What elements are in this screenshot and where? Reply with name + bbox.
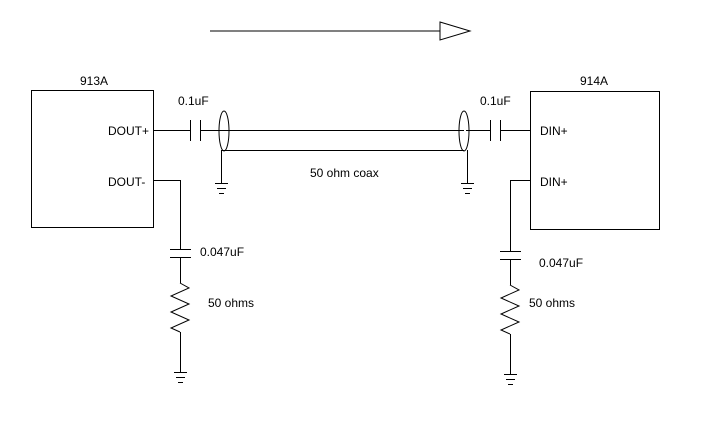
ground-symbol-coax-left	[215, 150, 228, 194]
coax-label: 50 ohm coax	[310, 166, 379, 180]
coupling-cap-left-symbol	[190, 120, 201, 141]
termination-cap-left-label: 0.047uF	[200, 245, 245, 259]
dout-minus-pin-label: DOUT-	[108, 175, 146, 189]
coupling-cap-left-label: 0.1uF	[178, 94, 209, 108]
block-914a-title: 914A	[580, 74, 609, 88]
termination-cap-right-label: 0.047uF	[539, 256, 584, 270]
din-plus-pin-label-2: DIN+	[540, 175, 568, 189]
coupling-cap-right-label: 0.1uF	[480, 94, 511, 108]
block-913a-title: 913A	[80, 74, 109, 88]
termination-network-right	[499, 180, 531, 385]
termination-resistor-left-label: 50 ohms	[208, 296, 255, 310]
coax-cable	[218, 110, 470, 152]
termination-network-left	[153, 180, 191, 383]
dout-plus-pin-label: DOUT+	[108, 124, 150, 138]
din-plus-pin-label: DIN+	[540, 124, 568, 138]
block-913a-body	[31, 90, 154, 228]
ground-symbol-coax-right	[461, 150, 474, 194]
signal-direction-arrow	[210, 21, 472, 41]
coupling-cap-right-symbol	[490, 120, 501, 141]
termination-resistor-right-label: 50 ohms	[529, 296, 576, 310]
block-914a-body	[530, 91, 660, 230]
